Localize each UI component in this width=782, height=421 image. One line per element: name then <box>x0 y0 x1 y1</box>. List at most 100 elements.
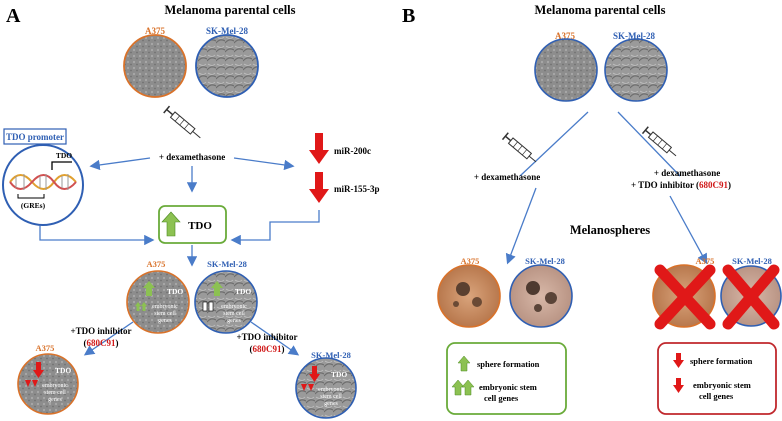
red-result-box <box>657 342 777 415</box>
b-right-skmel-label: SK-Mel-28 <box>732 256 772 266</box>
b-dex-plus-text: + TDO inhibitor ( <box>631 180 699 190</box>
green-sphere-label: sphere formation <box>477 359 540 369</box>
mir200c-label: miR-200c <box>334 146 371 156</box>
green-result-box <box>446 342 567 415</box>
esc-down-arrow-icon <box>673 378 684 393</box>
skmel-sphere-clusters <box>526 281 557 312</box>
b-dex-plus-code: 680C91 <box>699 180 728 190</box>
skmel-bottom-esc-1: embryonic <box>318 387 344 393</box>
a375-inhibitor-paren: (680C91) <box>84 338 119 348</box>
b-line-left <box>519 111 589 177</box>
a375-bottom-tdo: TDO <box>55 366 71 375</box>
promoter-tdo-label: TDO <box>56 151 72 160</box>
a375-inhibitor-code: 680C91 <box>87 338 116 348</box>
skmel-tdo-down-arrow-icon <box>309 366 320 382</box>
b-line-right <box>617 111 681 177</box>
mir200c-down-arrow-icon <box>309 133 329 164</box>
a-dexamethasone: + dexamethasone <box>159 152 225 162</box>
sphere-down-arrow-icon <box>673 353 684 368</box>
a-bottom-skmel-cells <box>295 357 357 419</box>
b-dexamethasone: + dexamethasone <box>474 172 540 182</box>
arrow-a375-inhibitor <box>83 321 134 356</box>
a375-esc-up-arrows-icon <box>135 302 147 311</box>
a375-bottom-esc-2: stem cell <box>44 390 66 396</box>
a375-esc-down-arrows-icon <box>25 380 38 387</box>
skmel-inhibitor-paren: (680C91) <box>250 344 285 354</box>
b-right-a375-label: A375 <box>696 256 715 266</box>
skmel-circle-esc-2: stem cell <box>223 311 245 317</box>
tdo-promoter-circle <box>2 144 84 226</box>
mir155-label: miR-155-3p <box>334 184 380 194</box>
skmel-circle-esc-3: genes <box>227 318 241 324</box>
a375-bottom-esc-1: embryonic <box>42 383 68 389</box>
arrow-promoter-to-tdo <box>39 226 155 246</box>
up-arrow-icon <box>161 211 181 237</box>
a-top-a375-label: A375 <box>145 26 165 36</box>
a375-bottom-esc-3: genes <box>48 397 62 403</box>
b-left-a375-label: A375 <box>461 256 480 266</box>
panel-b-title: Melanoma parental cells <box>535 3 666 17</box>
panel-a-letter: A <box>6 5 21 27</box>
skmel-inhibitor-code: 680C91 <box>253 344 282 354</box>
a-top-a375-cells <box>123 34 187 98</box>
syringe-icon-right <box>641 126 677 157</box>
panel-b-letter: B <box>402 5 415 27</box>
a-bottom-a375-cells <box>17 353 79 415</box>
melanospheres-title: Melanospheres <box>570 223 650 237</box>
red-esc-label-2: cell genes <box>699 391 734 401</box>
arrow-to-promoter <box>89 157 151 171</box>
red-esc-label-1: embryonic stem <box>693 380 751 390</box>
b-top-a375-label: A375 <box>555 31 575 41</box>
b-top-skmel-label: SK-Mel-28 <box>613 31 655 41</box>
skmel-circle-tdo: TDO <box>235 287 251 296</box>
b-left-skmel-label: SK-Mel-28 <box>525 256 565 266</box>
b-top-skmel-cells <box>604 38 668 102</box>
a-mid-skmel-cells <box>194 270 258 334</box>
b-dex-plus-line1: + dexamethasone <box>654 168 720 178</box>
b-arrow-dex-inhibitor <box>669 195 708 265</box>
skmel-esc-up-arrows-icon <box>202 301 214 312</box>
a375-circle-esc-2: stem cell <box>154 311 176 317</box>
tdo-box-label: TDO <box>188 220 212 232</box>
gres-bracket <box>17 194 45 199</box>
a-bottom-a375-label: A375 <box>36 343 55 353</box>
a375-circle-esc-1: embryonic <box>152 304 178 310</box>
b-left-a375-spheres <box>437 264 501 328</box>
a375-inhibitor-label: +TDO inhibitor <box>71 326 132 336</box>
mir155-down-arrow-icon <box>309 172 329 203</box>
b-top-a375-cells <box>534 38 598 102</box>
b-left-skmel-spheres <box>509 264 573 328</box>
arrow-mirna-to-tdo <box>230 210 320 246</box>
panel-a-title: Melanoma parental cells <box>165 3 296 17</box>
a-top-skmel-cells <box>195 34 259 98</box>
a375-circle-esc-3: genes <box>158 318 172 324</box>
a375-tdo-down-arrow-icon <box>33 362 44 378</box>
dna-icon <box>9 174 77 190</box>
a-mid-skmel-label: SK-Mel-28 <box>207 259 247 269</box>
syringe-icon <box>163 105 201 139</box>
tdo-gene-bracket <box>51 161 72 170</box>
a375-sphere-clusters <box>453 282 482 307</box>
skmel-circle-esc-1: embryonic <box>221 304 247 310</box>
a-mid-a375-cells <box>126 270 190 334</box>
a-top-skmel-label: SK-Mel-28 <box>206 26 248 36</box>
green-esc-label-1: embryonic stem <box>479 382 537 392</box>
gres-label: (GREs) <box>21 201 46 210</box>
skmel-esc-down-arrows-icon <box>301 384 314 391</box>
skmel-tdo-up-arrow-icon <box>211 281 223 296</box>
syringe-icon-left <box>501 132 537 163</box>
esc-up-arrows-icon <box>451 379 475 396</box>
skmel-inhibitor-label: +TDO inhibitor <box>237 332 298 342</box>
skmel-bottom-esc-3: genes <box>324 401 338 407</box>
arrow-skmel-inhibitor <box>250 321 300 356</box>
tdo-promoter-label-box <box>3 128 67 145</box>
a375-circle-tdo: TDO <box>167 287 183 296</box>
b-dex-plus-close: ) <box>728 180 731 190</box>
b-arrow-dex <box>505 187 537 265</box>
cross-icon-skmel <box>722 264 780 330</box>
skmel-bottom-tdo: TDO <box>331 370 347 379</box>
skmel-bottom-esc-2: stem cell <box>320 394 342 400</box>
cross-icon-a375 <box>654 264 716 330</box>
green-esc-label-2: cell genes <box>484 393 519 403</box>
